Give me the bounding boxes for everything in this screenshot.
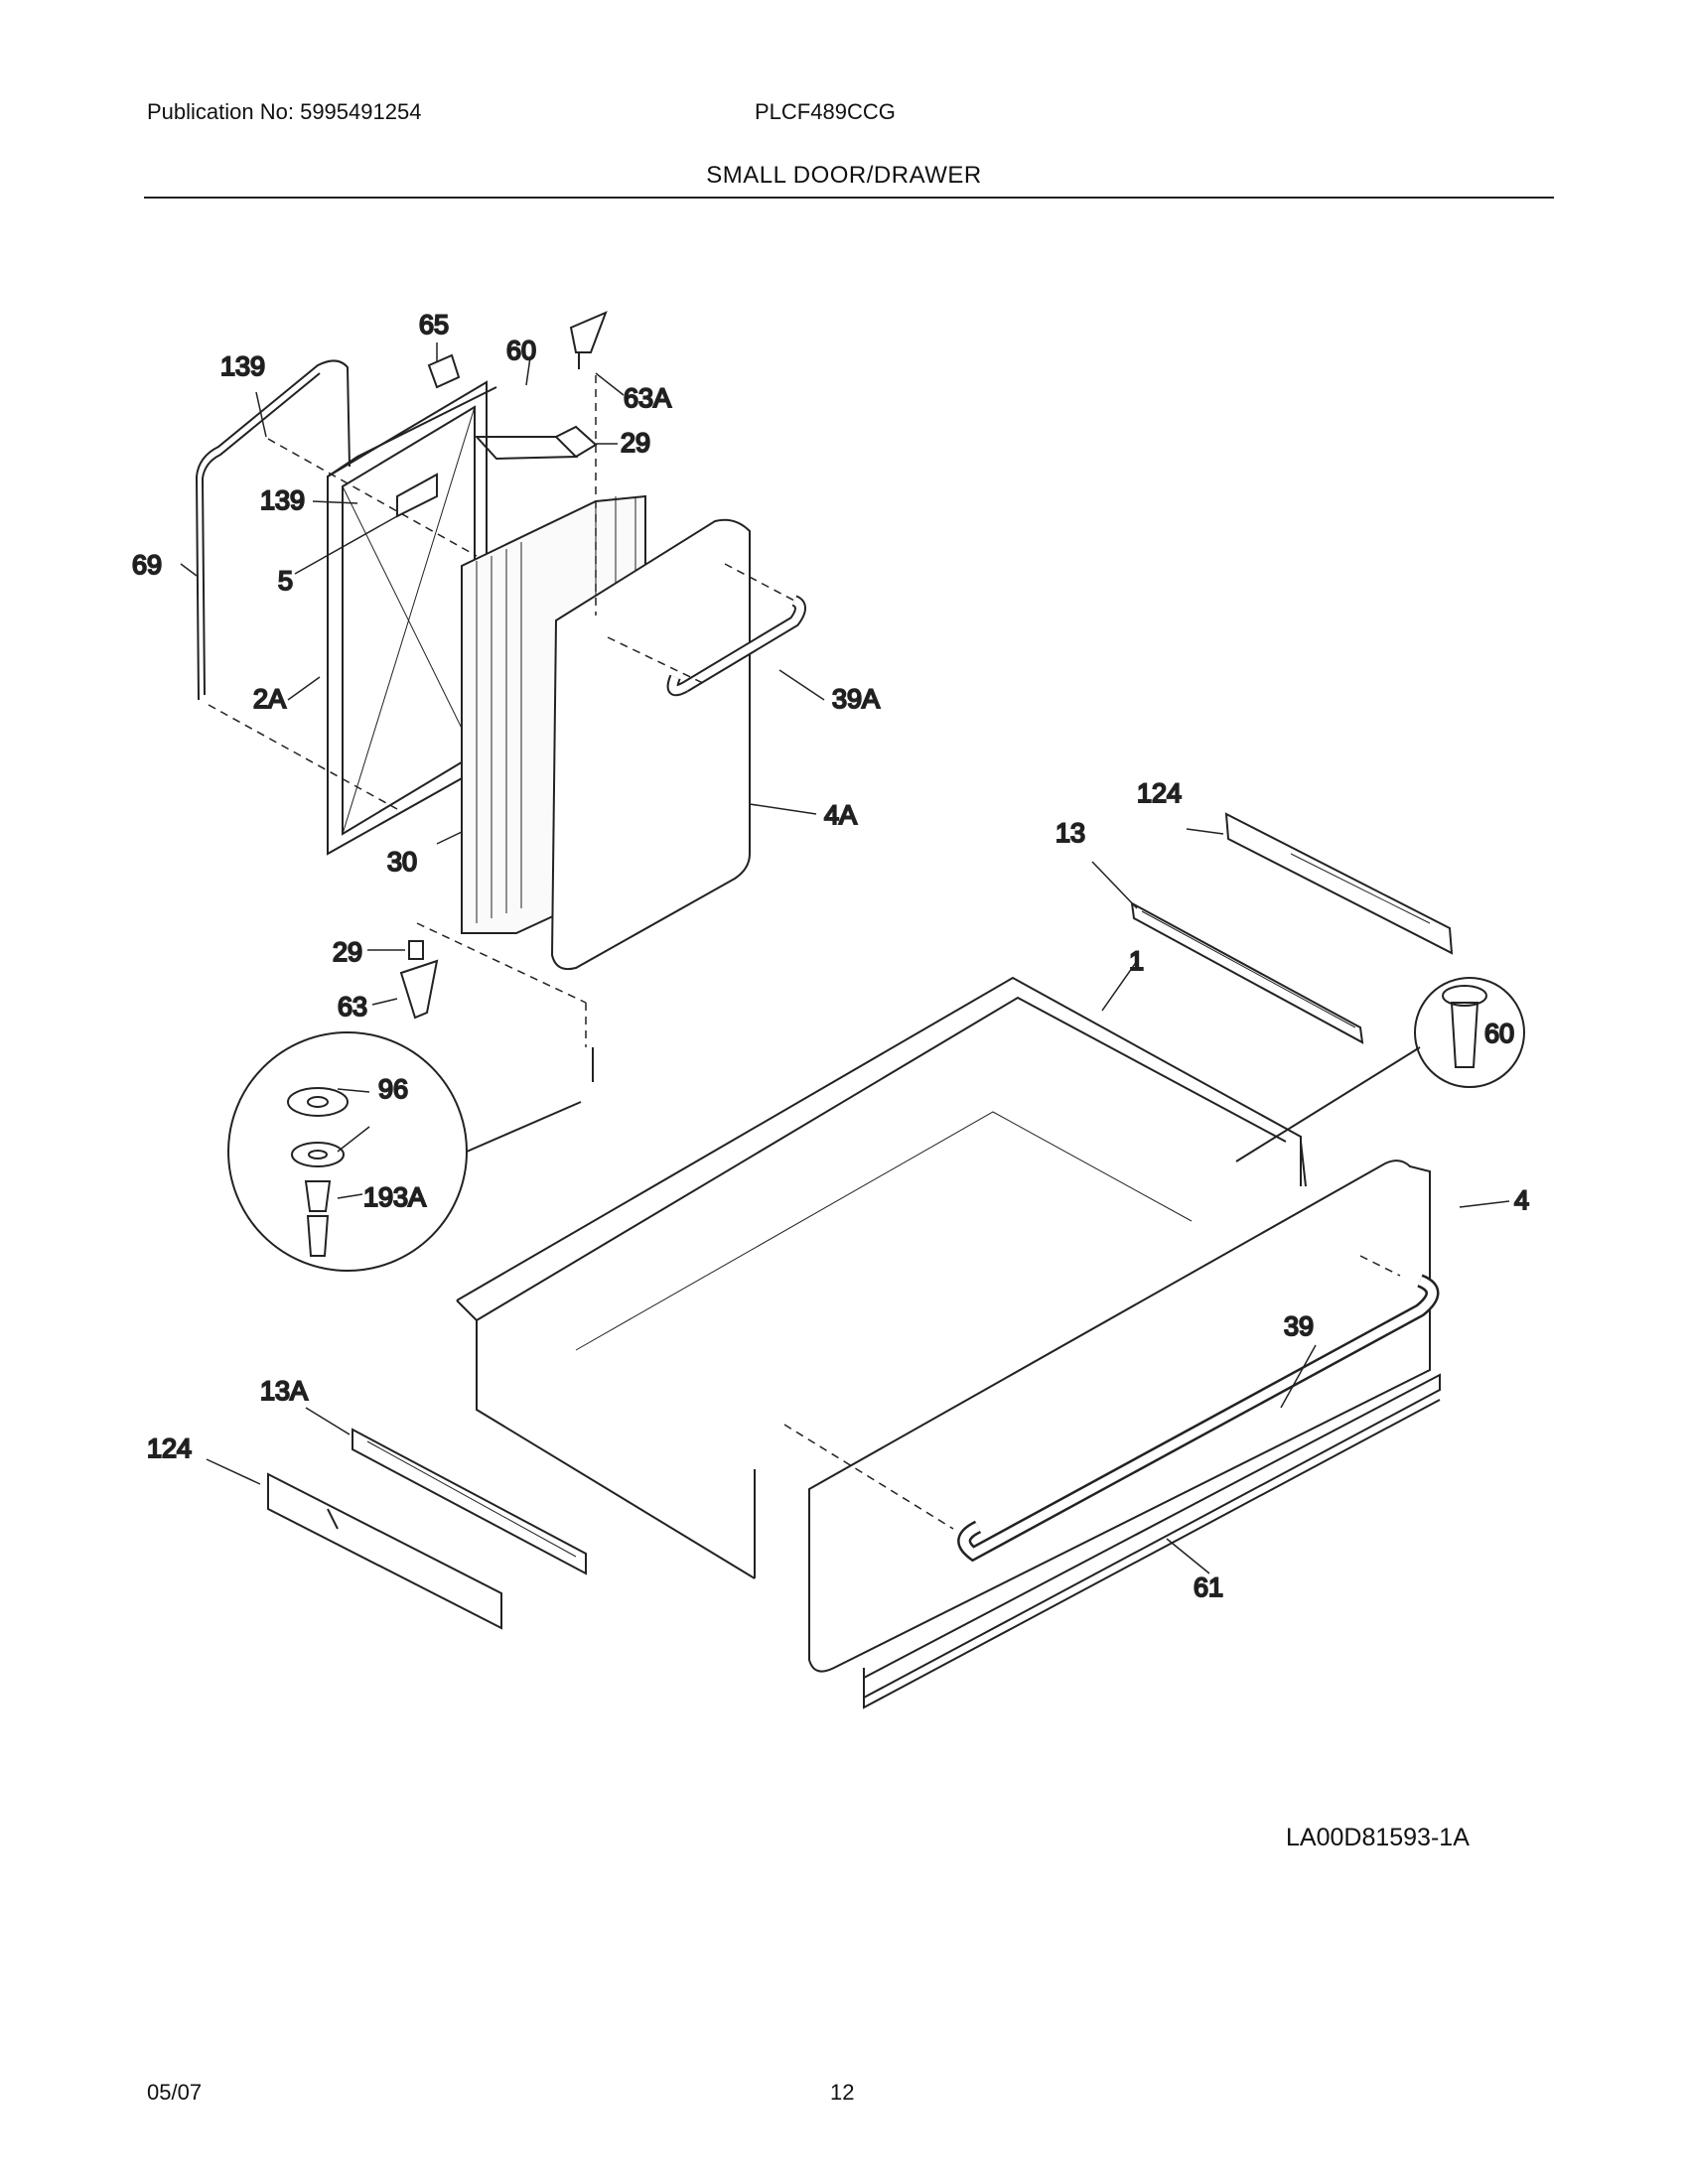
callout-96: 96 [378, 1074, 408, 1104]
footer-date: 05/07 [147, 2080, 203, 2105]
callout-124b: 124 [147, 1433, 192, 1463]
page-title: SMALL DOOR/DRAWER [706, 162, 982, 189]
title-rule [144, 197, 1554, 199]
callout-61: 61 [1194, 1572, 1223, 1602]
callout-60b: 60 [1484, 1019, 1514, 1048]
drawer-front-4 [808, 1160, 1431, 1673]
callout-2A: 2A [253, 684, 286, 714]
callout-193A: 193A [363, 1182, 426, 1212]
callout-139b: 139 [260, 485, 305, 515]
detail-circle [227, 1031, 582, 1272]
callout-63: 63 [338, 992, 367, 1022]
door-gasket-69 [195, 359, 351, 701]
door-hardware-29-63 [399, 940, 594, 1082]
model-number: PLCF489CCG [755, 99, 896, 124]
leader-lines [180, 342, 1510, 1574]
door-clip-65 [427, 353, 461, 389]
door-panel-4A [550, 518, 751, 971]
callout-4: 4 [1514, 1185, 1529, 1215]
door-alignment-lines [208, 375, 795, 1047]
publication-number: Publication No: 5995491254 [147, 99, 422, 124]
door-handle-39A [666, 595, 806, 697]
drawer-body-1 [456, 976, 1307, 1579]
callout-69: 69 [132, 550, 162, 580]
drawer-slide-13A [352, 1428, 587, 1575]
callout-13: 13 [1055, 818, 1085, 848]
callout-65: 65 [419, 310, 449, 340]
callout-60a: 60 [506, 336, 536, 365]
callout-139a: 139 [220, 351, 265, 381]
door-bracket-5 [396, 473, 438, 518]
callout-5: 5 [278, 566, 293, 596]
callout-63A: 63A [624, 383, 671, 413]
hinge-bracket [474, 425, 598, 461]
callout-4A: 4A [824, 800, 857, 830]
drawer-slide-124-left [267, 1472, 502, 1630]
drawer-alignment-lines [783, 1255, 1401, 1530]
callout-13A: 13A [260, 1376, 308, 1406]
drawer-slide-13 [1130, 901, 1364, 1044]
page-number: 12 [830, 2080, 855, 2105]
drawer-slide-124-right [1224, 812, 1454, 955]
drawer-handle-39 [957, 1274, 1440, 1563]
drawing-id: LA00D81593-1A [1286, 1824, 1470, 1851]
callout-30: 30 [387, 847, 417, 877]
callout-29a: 29 [621, 428, 650, 458]
screw-detail-60 [1235, 977, 1525, 1162]
door-hinge-63A [569, 311, 608, 369]
drawer-trim-61 [863, 1373, 1441, 1709]
callout-29b: 29 [333, 937, 362, 967]
callout-39A: 39A [832, 684, 880, 714]
callout-1: 1 [1129, 946, 1144, 976]
callout-124a: 124 [1137, 778, 1182, 808]
callout-39: 39 [1284, 1311, 1314, 1341]
